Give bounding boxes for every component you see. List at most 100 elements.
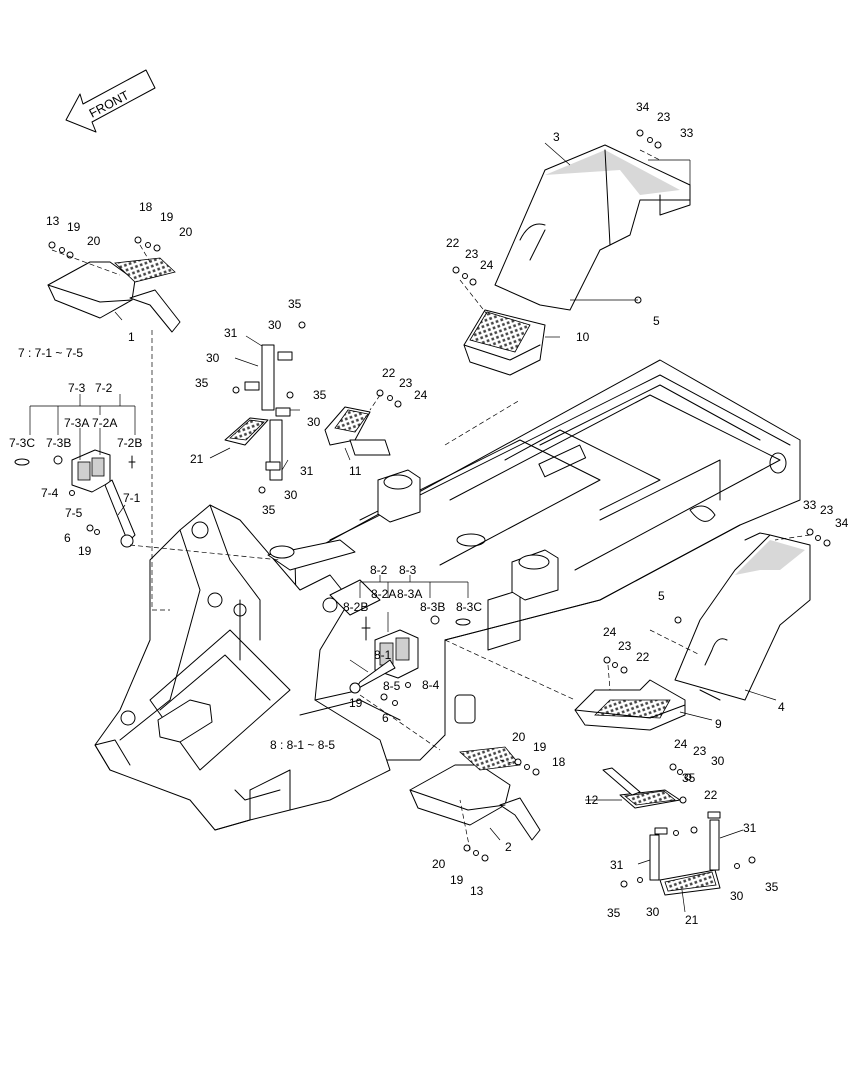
callout-34b: 34 bbox=[835, 516, 849, 530]
lamp-assembly-8 bbox=[349, 615, 471, 694]
callout-20c: 20 bbox=[512, 730, 526, 744]
callout-19e: 19 bbox=[533, 740, 547, 754]
callout-31b: 31 bbox=[300, 464, 314, 478]
callout-23b: 23 bbox=[465, 247, 479, 261]
callout-34a: 34 bbox=[636, 100, 650, 114]
callout-7-1: 7-1 bbox=[123, 491, 141, 505]
callout-8-3b: 8-3B bbox=[420, 600, 445, 614]
callout-20b: 20 bbox=[179, 225, 193, 239]
callout-19b: 19 bbox=[160, 210, 174, 224]
callout-5a: 5 bbox=[653, 314, 660, 328]
callout-7-2: 7-2 bbox=[95, 381, 113, 395]
lamp-assembly-7 bbox=[14, 449, 136, 548]
front-arrow: FRONT bbox=[65, 69, 156, 133]
callout-18b: 18 bbox=[552, 755, 566, 769]
fender-4 bbox=[674, 532, 811, 701]
callout-1: 1 bbox=[128, 330, 135, 344]
callout-22b: 22 bbox=[382, 366, 396, 380]
fender-1 bbox=[47, 257, 181, 333]
callout-24b: 24 bbox=[414, 388, 428, 402]
callout-13a: 13 bbox=[46, 214, 60, 228]
step-21-right bbox=[649, 811, 721, 896]
callout-8-5: 8-5 bbox=[383, 679, 401, 693]
callout-19d: 19 bbox=[349, 696, 363, 710]
callout-6a: 6 bbox=[64, 531, 71, 545]
callout-5b: 5 bbox=[658, 589, 665, 603]
callout-12: 12 bbox=[585, 793, 599, 807]
callout-30a: 30 bbox=[268, 318, 282, 332]
group-note-7: 7 : 7-1 ~ 7-5 bbox=[18, 346, 83, 360]
step-11 bbox=[324, 406, 391, 456]
step-9 bbox=[574, 679, 686, 731]
callout-22d: 22 bbox=[704, 788, 718, 802]
step-12 bbox=[602, 767, 681, 809]
step-21-left bbox=[224, 344, 293, 481]
callout-35a: 35 bbox=[288, 297, 302, 311]
callout-labels: 1 2 3 4 5 5 6 6 7 : 7-1 ~ 7-5 8 : 8-1 ~ … bbox=[9, 100, 849, 927]
callout-35f: 35 bbox=[607, 906, 621, 920]
callout-7-3b: 7-3B bbox=[46, 436, 71, 450]
callout-19c: 19 bbox=[78, 544, 92, 558]
callout-30g: 30 bbox=[730, 889, 744, 903]
fastener-hardware bbox=[48, 129, 831, 888]
callout-7-3: 7-3 bbox=[68, 381, 86, 395]
callout-18a: 18 bbox=[139, 200, 153, 214]
callout-33b: 33 bbox=[803, 498, 817, 512]
callout-8-2b: 8-2B bbox=[343, 600, 368, 614]
callout-7-2a: 7-2A bbox=[92, 416, 117, 430]
callout-31d: 31 bbox=[610, 858, 624, 872]
callout-30b: 30 bbox=[206, 351, 220, 365]
callout-10: 10 bbox=[576, 330, 590, 344]
callout-30d: 30 bbox=[284, 488, 298, 502]
callout-7-3a: 7-3A bbox=[64, 416, 89, 430]
fender-3 bbox=[494, 144, 691, 311]
callout-3: 3 bbox=[553, 130, 560, 144]
callout-8-1: 8-1 bbox=[374, 648, 392, 662]
callout-24a: 24 bbox=[480, 258, 494, 272]
callout-19f: 19 bbox=[450, 873, 464, 887]
callout-13b: 13 bbox=[470, 884, 484, 898]
callout-23a: 23 bbox=[657, 110, 671, 124]
callout-21a: 21 bbox=[190, 452, 204, 466]
callout-30e: 30 bbox=[711, 754, 725, 768]
callout-23e: 23 bbox=[618, 639, 632, 653]
callout-30c: 30 bbox=[307, 415, 321, 429]
callout-31a: 31 bbox=[224, 326, 238, 340]
callout-22c: 22 bbox=[636, 650, 650, 664]
callout-21b: 21 bbox=[685, 913, 699, 927]
step-10 bbox=[463, 309, 546, 376]
callout-9: 9 bbox=[715, 717, 722, 731]
callout-35e: 35 bbox=[682, 771, 696, 785]
callout-7-4: 7-4 bbox=[41, 486, 59, 500]
main-frame bbox=[94, 359, 801, 831]
callout-8-3c: 8-3C bbox=[456, 600, 482, 614]
callout-35c: 35 bbox=[313, 388, 327, 402]
callout-31c: 31 bbox=[743, 821, 757, 835]
callout-20a: 20 bbox=[87, 234, 101, 248]
callout-2: 2 bbox=[505, 840, 512, 854]
callout-35d: 35 bbox=[262, 503, 276, 517]
callout-19a: 19 bbox=[67, 220, 81, 234]
callout-8-4: 8-4 bbox=[422, 678, 440, 692]
callout-35b: 35 bbox=[195, 376, 209, 390]
leader-lines bbox=[29, 142, 811, 913]
callout-30f: 30 bbox=[646, 905, 660, 919]
callout-20d: 20 bbox=[432, 857, 446, 871]
callout-7-3c: 7-3C bbox=[9, 436, 35, 450]
callout-7-2b: 7-2B bbox=[117, 436, 142, 450]
callout-35g: 35 bbox=[765, 880, 779, 894]
callout-8-3: 8-3 bbox=[399, 563, 417, 577]
callout-24c: 24 bbox=[603, 625, 617, 639]
callout-11: 11 bbox=[349, 464, 362, 478]
group-note-8: 8 : 8-1 ~ 8-5 bbox=[270, 738, 335, 752]
callout-23c: 23 bbox=[399, 376, 413, 390]
callout-4: 4 bbox=[778, 700, 785, 714]
callout-8-2a: 8-2A bbox=[371, 587, 396, 601]
callout-8-2: 8-2 bbox=[370, 563, 388, 577]
callout-23f: 23 bbox=[693, 744, 707, 758]
callout-22a: 22 bbox=[446, 236, 460, 250]
callout-33a: 33 bbox=[680, 126, 694, 140]
callout-7-5: 7-5 bbox=[65, 506, 83, 520]
callout-24d: 24 bbox=[674, 737, 688, 751]
